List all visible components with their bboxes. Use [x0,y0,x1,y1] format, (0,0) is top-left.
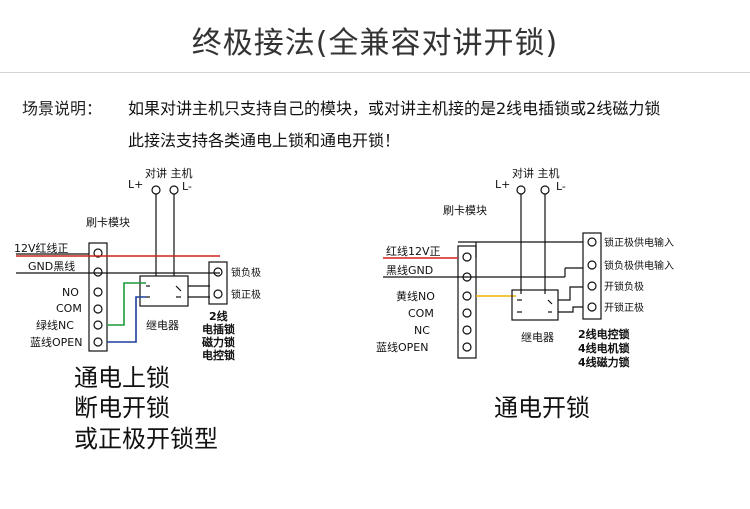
right-terminal-12v: 红线12V正 [386,244,441,258]
left-blue-wire [107,296,146,343]
right-terminal-nc: NC [414,324,430,337]
right-lock-type-0: 2线电控锁 [578,327,630,341]
right-host-terminal-plus [516,185,526,195]
right-caption: 通电开锁 [494,394,590,422]
left-caption-1: 断电开锁 [74,394,170,422]
right-host-terminal-minus [540,185,550,195]
scene-line-2: 此接法支持各类通电上锁和通电开锁！ [128,131,401,150]
right-host-plus: L+ [495,178,510,191]
right-lock-terminal-block [582,232,602,320]
left-lock-type-0: 2线 [209,309,228,323]
left-terminal-no: NO [62,286,79,299]
left-card-module-label: 刷卡模块 [86,216,130,229]
left-lock-neg: 锁负极 [231,266,261,279]
left-terminal-gnd: GND黑线 [28,259,75,273]
left-terminal-12v: 12V红线正 [14,241,69,255]
scene-label: 场景说明： [22,99,103,118]
left-terminal-nc: 绿线NC [36,318,74,332]
right-terminal-no: 黄线NO [396,289,435,303]
left-host-plus: L+ [128,178,143,191]
right-lock-type-2: 4线磁力锁 [578,355,630,369]
right-term-4: 开锁正极 [604,301,644,314]
left-host-label: 对讲 主机 [145,166,193,180]
page-title: 终极接法(全兼容对讲开锁) [191,26,559,61]
left-terminal-open: 蓝线OPEN [30,335,82,349]
left-host-terminal-plus [151,185,161,195]
left-terminal-com: COM [56,302,82,315]
left-lock-pos: 锁正极 [231,288,261,301]
left-host-terminal-minus [169,185,179,195]
left-lock-type-1: 电插锁 [202,322,235,336]
title-divider [0,72,750,73]
left-host-minus: L- [182,180,192,193]
left-caption-0: 通电上锁 [74,364,170,392]
right-term-3: 开锁负极 [604,280,644,293]
right-terminal-block [457,245,477,359]
scene-line-1: 如果对讲主机只支持自己的模块，或对讲主机接的是2线电插锁或2线磁力锁 [128,99,661,118]
left-lock-type-3: 电控锁 [202,348,235,362]
right-terminal-open: 蓝线OPEN [376,340,428,354]
right-relay-label: 继电器 [521,331,554,344]
left-lock-terminal-block [208,261,228,305]
left-terminal-block [88,242,108,352]
right-terminal-com: COM [408,307,434,320]
left-relay-label: 继电器 [146,319,179,332]
left-relay [139,275,189,307]
right-term-2: 锁负极供电输入 [604,259,674,272]
left-caption-2: 或正极开锁型 [74,425,218,453]
left-green-wire [107,282,146,326]
right-host-minus: L- [556,180,566,193]
right-lock-type-1: 4线电机锁 [578,341,630,355]
right-term-1: 锁正极供电输入 [604,236,674,249]
right-host-label: 对讲 主机 [512,166,560,180]
right-card-module-label: 刷卡模块 [443,204,487,217]
right-relay [511,289,559,321]
right-terminal-gnd: 黑线GND [386,263,433,277]
left-lock-type-2: 磁力锁 [202,335,235,349]
